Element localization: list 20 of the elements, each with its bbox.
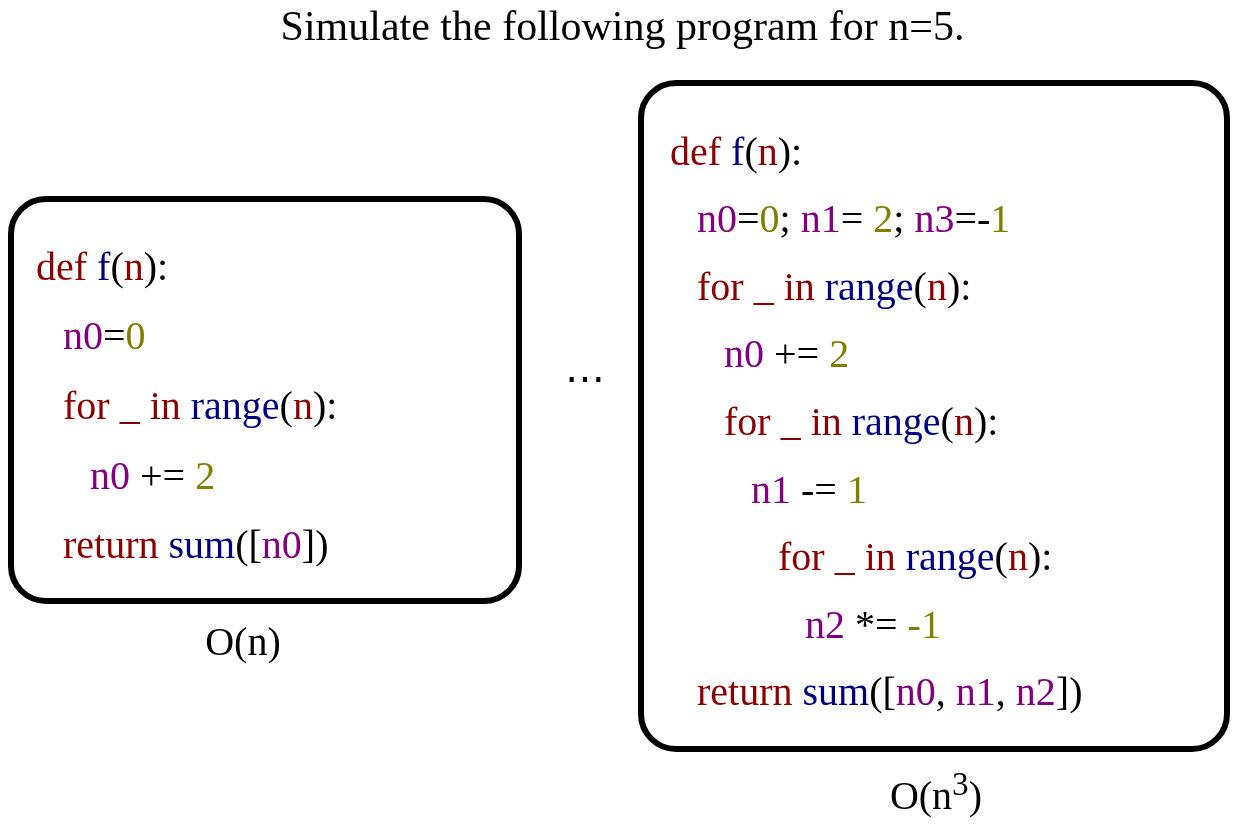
code-line: n0 += 2 [724, 331, 850, 378]
code-line: return sum([n0]) [63, 522, 329, 569]
code-line: for _ in range(n): [697, 263, 972, 310]
code-line: return sum([n0, n1, n2]) [697, 669, 1083, 716]
code-line: for _ in range(n): [724, 399, 999, 445]
code-line: n1 -= 1 [751, 466, 867, 513]
code-line: n2 *= -1 [805, 601, 941, 648]
code-line: n0 += 2 [90, 452, 216, 499]
code-box [638, 80, 1230, 752]
code-line: for _ in range(n): [63, 383, 338, 429]
code-line: for _ in range(n): [778, 534, 1053, 581]
code-box [8, 196, 522, 604]
code-line: n0=0 [63, 313, 146, 360]
code-line: def f(n): [670, 128, 803, 175]
ellipsis-text: ⋯ [565, 355, 605, 402]
complexity-caption: O(n$^{3}$) [888, 765, 984, 820]
code-line: n0=0; n1= 2; n3=-1 [697, 196, 1011, 243]
title: Simulate the following program for n=5. [279, 2, 966, 50]
code-line: def f(n): [36, 243, 169, 290]
complexity-caption: O(n) [204, 618, 282, 665]
